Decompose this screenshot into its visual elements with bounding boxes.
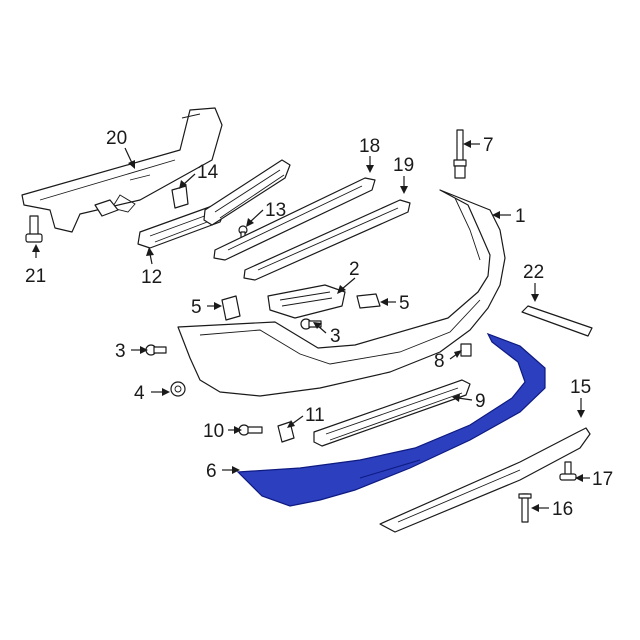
screw-part-17: [559, 461, 577, 481]
callout-labels: 1 2 3 3 4 5 5 6 7 8 9 10 11 12 13 14 15 …: [25, 128, 613, 520]
clip-part-8: [460, 343, 472, 357]
callout-19: 19: [393, 155, 414, 176]
center-bracket-part-2: [267, 284, 346, 319]
callout-10: 10: [203, 421, 224, 442]
callout-3-left: 3: [115, 341, 126, 362]
callout-17: 17: [592, 469, 613, 490]
bolt-part-21: [25, 215, 43, 243]
callout-22: 22: [523, 262, 544, 283]
skid-plate-part-15: [379, 427, 591, 533]
bumper-cover-part-1: [177, 189, 506, 397]
reflector-strip-part-22: [521, 305, 593, 337]
callout-21: 21: [25, 266, 46, 287]
callout-18: 18: [359, 136, 380, 157]
side-bracket-part-5-left: [221, 295, 241, 321]
upper-reinforcement-part-18: [213, 177, 376, 261]
lower-valance-part-6: [236, 332, 546, 507]
callout-5-right: 5: [399, 293, 410, 314]
callout-16: 16: [552, 499, 573, 520]
clip-bracket-part-14: [171, 185, 189, 209]
callout-8: 8: [434, 351, 445, 372]
callout-11: 11: [305, 405, 325, 426]
push-pin-part-16: [518, 493, 532, 523]
leader-lines: [32, 140, 590, 512]
side-bracket-part-5-right: [356, 293, 381, 309]
bolt-part-3-left: [145, 344, 167, 356]
callout-1: 1: [515, 206, 526, 227]
retainer-strip-part-19: [243, 199, 411, 281]
callout-7: 7: [483, 135, 494, 156]
callout-12: 12: [141, 267, 162, 288]
callout-9: 9: [475, 391, 486, 412]
callout-20: 20: [106, 128, 127, 149]
callout-4: 4: [134, 383, 145, 404]
lower-absorber-part-9: [313, 379, 471, 447]
bolt-part-10: [238, 424, 263, 436]
callout-15: 15: [570, 377, 591, 398]
callout-5-left: 5: [191, 297, 202, 318]
callout-14: 14: [197, 162, 219, 183]
tow-hitch-receiver-part: [21, 107, 223, 233]
grommet-part-4: [170, 381, 186, 397]
callout-3-upper: 3: [330, 326, 341, 347]
push-pin-part-7: [453, 129, 467, 179]
callout-13: 13: [265, 200, 286, 221]
callout-6: 6: [206, 461, 217, 482]
callout-2: 2: [349, 259, 360, 280]
